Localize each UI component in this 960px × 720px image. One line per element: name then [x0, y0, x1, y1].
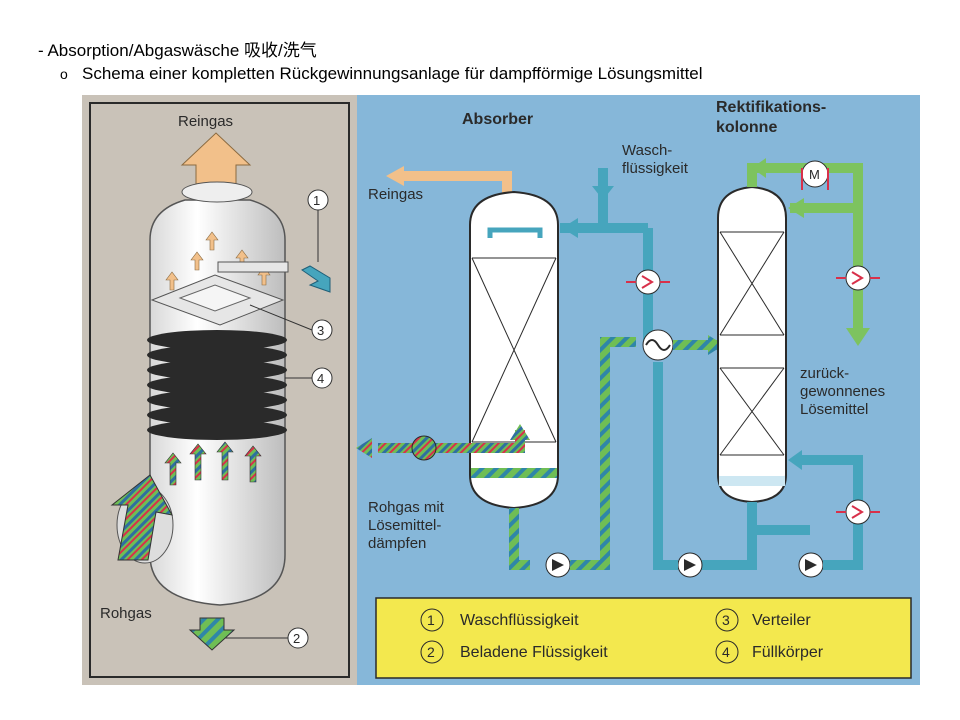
right-panel: Absorber Rektifikations- kolonne Wasch- …: [356, 95, 920, 685]
right-panel-background: [357, 95, 920, 685]
absorber-packing: [471, 257, 557, 443]
liquid-inlet-pipe: [217, 261, 289, 273]
column-packing-lower: [719, 367, 785, 456]
reingas-outlet-pipe: [402, 171, 512, 198]
left-reingas-label: Reingas: [178, 113, 233, 130]
rohgas-blower: [411, 435, 437, 461]
motor-label: M: [809, 167, 820, 182]
column-title-line1: Rektifikations-: [716, 99, 826, 116]
product-cooler-symbol: [851, 271, 864, 285]
lean-pump-symbol: [684, 559, 696, 571]
loaded-liquid-riser: [570, 337, 636, 570]
reboiler-return-arrowhead: [788, 450, 802, 470]
reflux-arrowhead: [752, 158, 766, 178]
loaded-liquid-outlet-arrow: [188, 617, 236, 651]
packing-rings: [147, 330, 287, 440]
svg-text:Füllkörper: Füllkörper: [752, 644, 824, 661]
cooler-symbol: [641, 275, 654, 289]
rohgas-into-absorber-arrowhead: [510, 424, 530, 440]
heat-exchanger-symbol: [645, 339, 671, 351]
absorber-title: Absorber: [462, 111, 533, 128]
rohgas-label-line3: dämpfen: [368, 535, 426, 552]
left-rohgas-label: Rohgas: [100, 605, 152, 622]
wash-liquid-inlet-arrow: [301, 265, 331, 293]
legend: 1 Waschflüssigkeit 2 Beladene Flüssigkei…: [375, 597, 912, 679]
callout-1: 1: [307, 189, 329, 262]
wash-tee-pipe: [598, 198, 608, 225]
rohgas-arrow-tail: [356, 438, 372, 458]
reboiler-heater-symbol: [851, 505, 864, 519]
svg-text:1: 1: [427, 612, 435, 628]
wash-feed-arrowhead: [562, 218, 578, 238]
rohgas-inlet-arrow: [110, 474, 173, 561]
legend-box: [375, 597, 912, 679]
column-packing-upper: [719, 231, 785, 336]
lean-liquid-cooler: [635, 269, 661, 295]
rectification-column: [717, 185, 787, 504]
svg-text:Verteiler: Verteiler: [752, 612, 811, 629]
lean-liquid-to-hx: [653, 362, 678, 570]
svg-text:Waschflüssigkeit: Waschflüssigkeit: [460, 612, 579, 629]
recovered-label-line2: gewonnenes: [800, 383, 885, 400]
reboiler-pump-symbol: [805, 559, 817, 571]
motor-leads: [801, 168, 829, 190]
reboiler-draw-pipe: [747, 502, 810, 535]
column-title-line2: kolonne: [716, 119, 777, 136]
reingas-outlet-arrowhead: [386, 166, 404, 186]
absorber-distributor: [487, 227, 543, 238]
recovered-solvent-arrowhead: [846, 328, 870, 346]
bullet-level2-text: Schema einer kompletten Rückgewinnungsan…: [82, 64, 703, 83]
bullet-marker: o: [60, 66, 68, 82]
svg-text:4: 4: [317, 371, 324, 386]
callout-2: 2: [225, 627, 309, 649]
loaded-liquid-arrowhead: [708, 335, 724, 355]
rohgas-label-line2: Lösemittel-: [368, 517, 441, 534]
loaded-liquid-outlet: [509, 508, 530, 570]
svg-text:2: 2: [427, 644, 435, 660]
recovered-label-line1: zurück-: [800, 365, 849, 382]
vessel-top-nozzle: [181, 181, 253, 203]
legend-item-2: 2 Beladene Flüssigkeit: [420, 640, 608, 664]
svg-text:4: 4: [722, 644, 730, 660]
callout-3: 3: [249, 304, 333, 341]
wash-label-line1: Wasch-: [622, 142, 672, 159]
reflux-return-arrowhead: [788, 198, 804, 218]
left-panel-frame: [89, 102, 350, 678]
column-sump-liquid: [719, 476, 785, 486]
pump-symbol: [552, 559, 564, 571]
absorber-sump-liquid: [471, 468, 557, 478]
wash-inlet-arrowhead: [592, 186, 614, 200]
distributor-channel: [178, 284, 252, 312]
legend-item-3: 3 Verteiler: [715, 608, 811, 632]
distributed-gas-arrows: [164, 441, 262, 486]
right-reingas-label: Reingas: [368, 186, 423, 203]
left-panel: Reingas: [82, 95, 357, 685]
slide-bullet-level1: - Absorption/Abgaswäsche 吸收/洗气: [38, 41, 317, 60]
callout-4: 4: [285, 367, 333, 389]
reboiler-heater: [845, 499, 871, 525]
legend-item-1: 1 Waschflüssigkeit: [420, 608, 579, 632]
wash-label-line2: flüssigkeit: [622, 160, 689, 177]
svg-text:Beladene Flüssigkeit: Beladene Flüssigkeit: [460, 644, 608, 661]
product-cooler: [845, 265, 871, 291]
legend-item-4: 4 Füllkörper: [715, 640, 824, 664]
svg-text:3: 3: [317, 323, 324, 338]
slide-bullet-level2: o Schema einer kompletten Rückgewinnungsa…: [60, 64, 703, 84]
svg-text:2: 2: [293, 631, 300, 646]
svg-text:3: 3: [722, 612, 730, 628]
rohgas-label-line1: Rohgas mit: [368, 499, 445, 516]
svg-text:1: 1: [313, 193, 320, 208]
recovered-label-line3: Lösemittel: [800, 401, 868, 418]
